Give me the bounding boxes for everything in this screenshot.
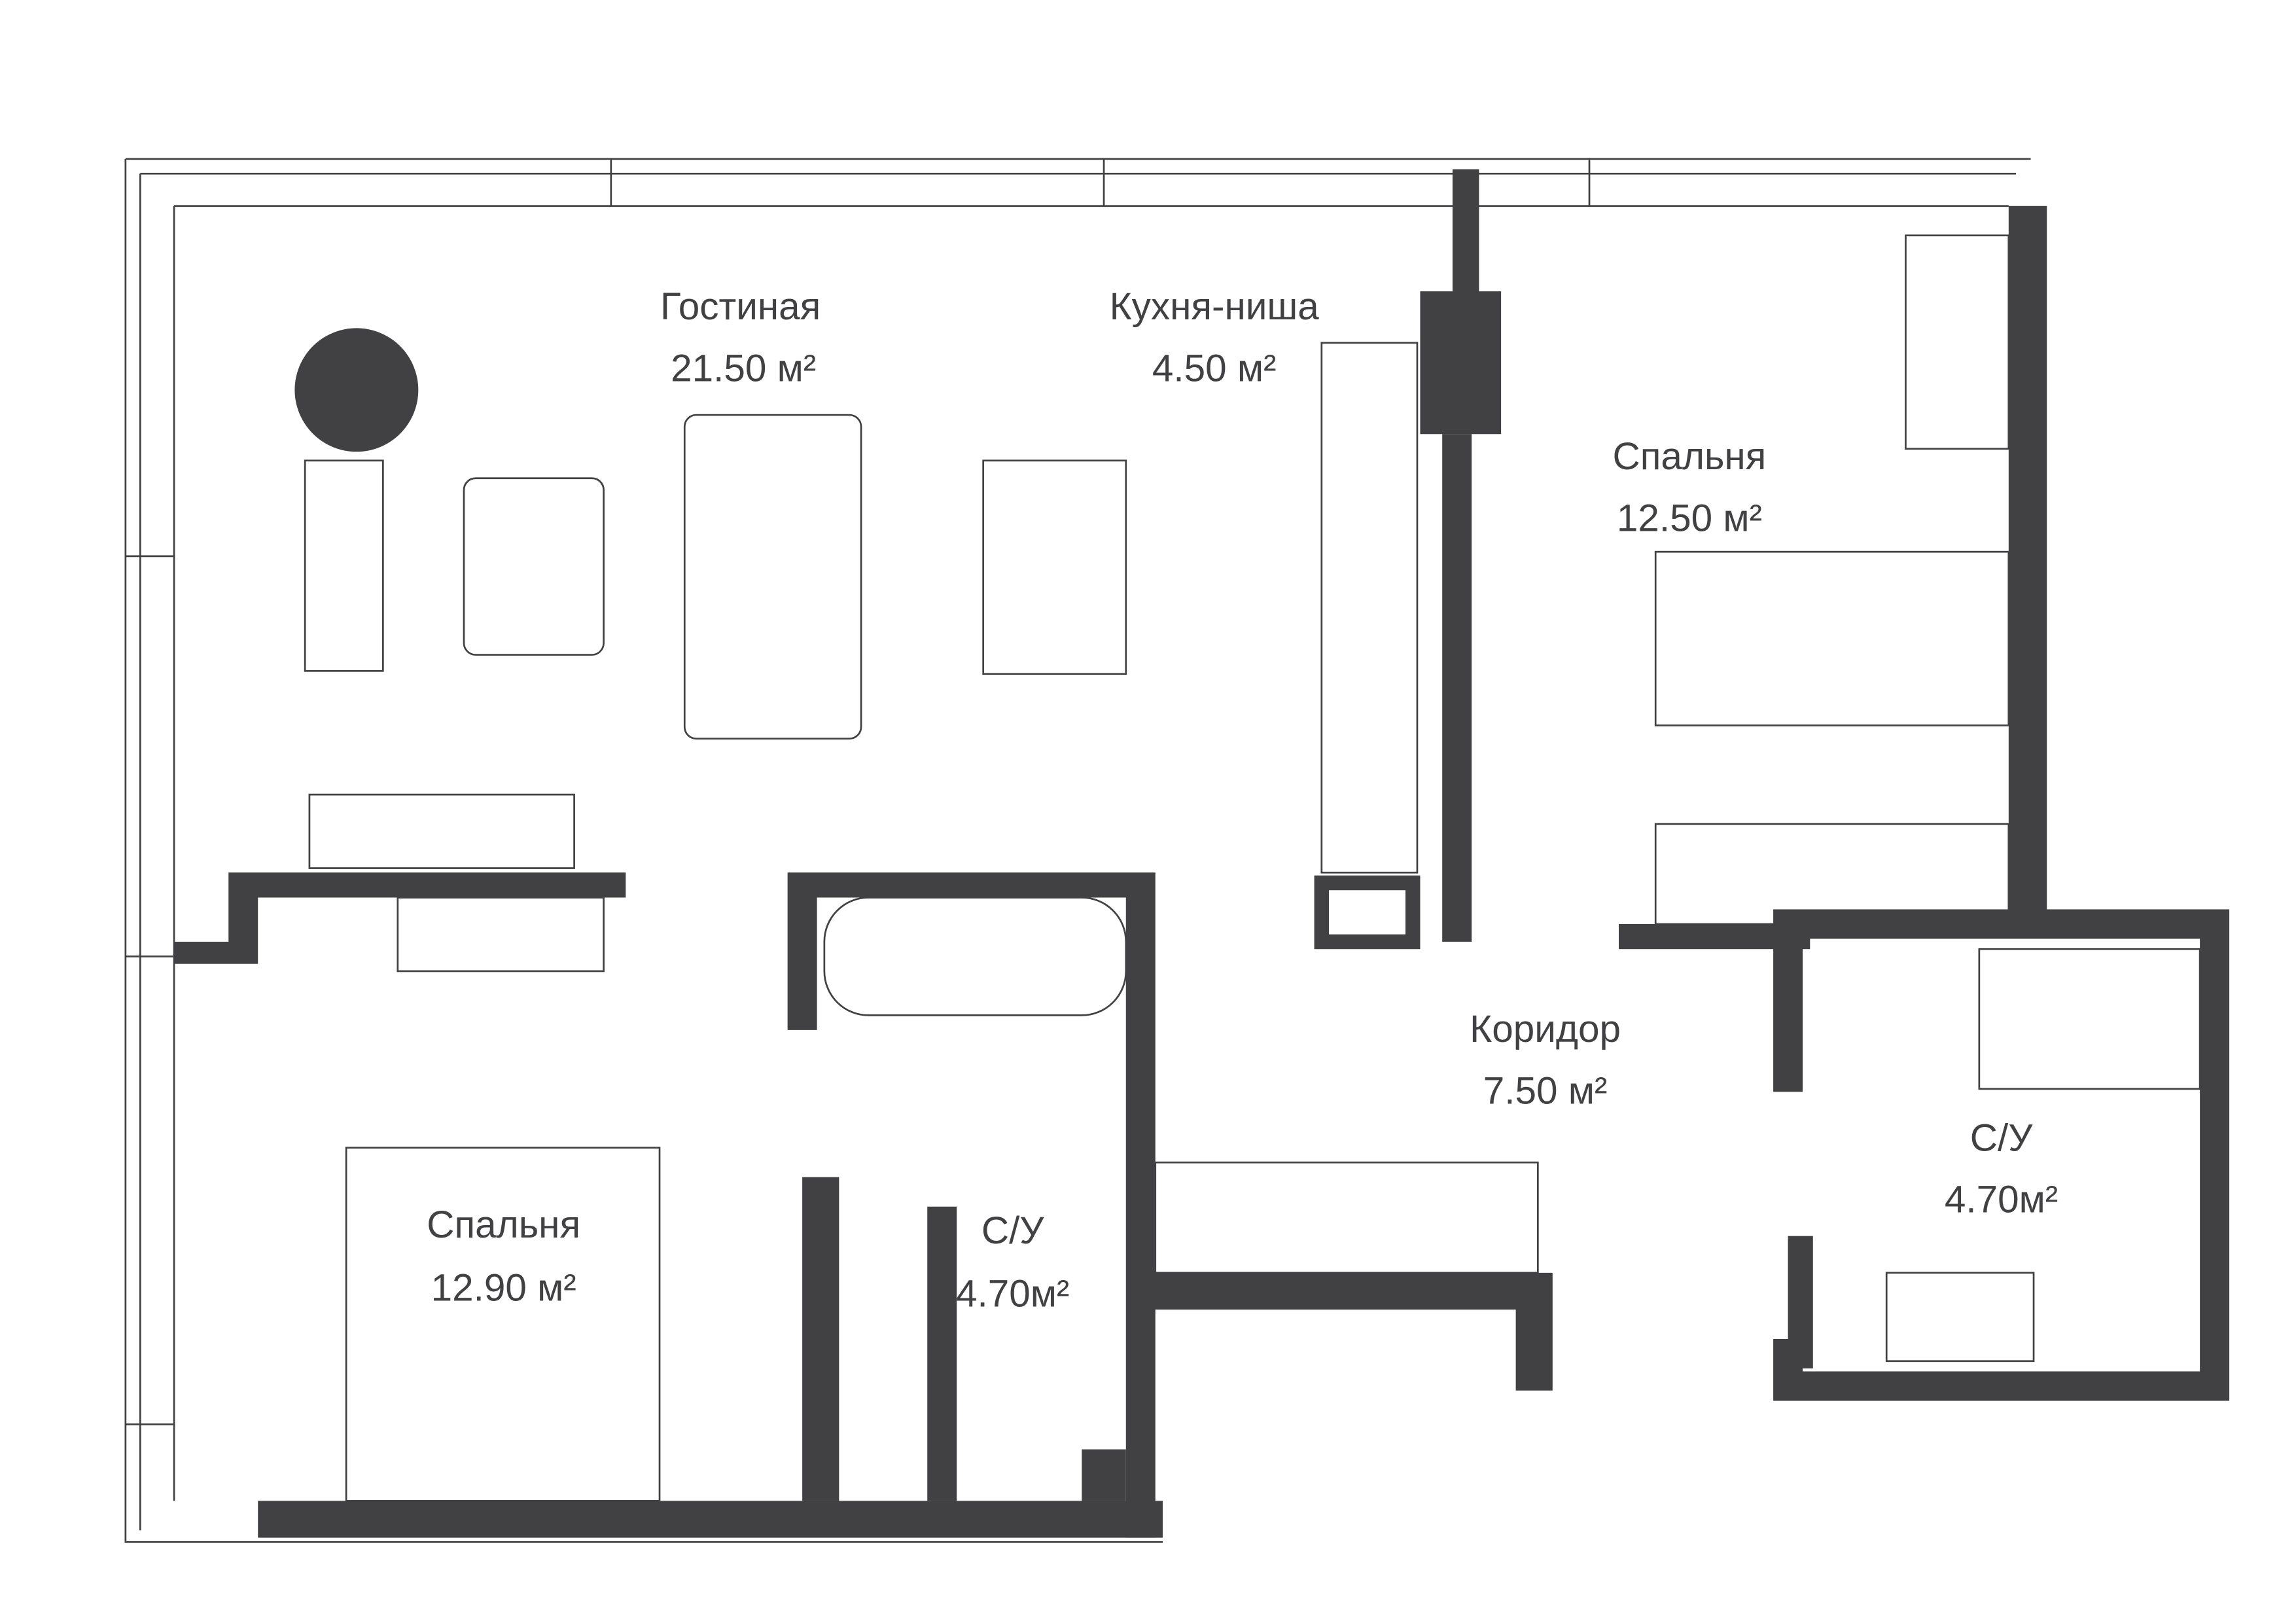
- room-label-bedroom-left: Спальня 12.90 м²: [427, 1204, 580, 1310]
- svg-text:21.50 м²: 21.50 м²: [671, 347, 816, 389]
- svg-text:4.70м²: 4.70м²: [956, 1273, 1069, 1315]
- svg-text:Спальня: Спальня: [427, 1204, 580, 1246]
- svg-text:С/У: С/У: [981, 1209, 1044, 1252]
- room-label-corridor: Коридор 7.50 м²: [1470, 1008, 1621, 1112]
- svg-text:7.50 м²: 7.50 м²: [1483, 1069, 1608, 1112]
- room-label-bathroom-left: С/У 4.70м²: [956, 1209, 1069, 1315]
- glazing: [124, 158, 2031, 1543]
- svg-text:Гостиная: Гостиная: [660, 285, 821, 328]
- room-label-kitchen: Кухня-ниша 4.50 м²: [1110, 285, 1320, 389]
- svg-text:Спальня: Спальня: [1613, 435, 1767, 478]
- walls: [174, 169, 2230, 1538]
- svg-text:С/У: С/У: [1970, 1116, 2033, 1159]
- svg-text:12.50 м²: 12.50 м²: [1617, 497, 1762, 540]
- svg-text:4.50 м²: 4.50 м²: [1152, 347, 1277, 389]
- svg-text:Кухня-ниша: Кухня-ниша: [1110, 285, 1320, 328]
- room-label-bathroom-right: С/У 4.70м²: [1945, 1116, 2058, 1221]
- furniture: [294, 234, 2201, 1502]
- room-label-bedroom-right: Спальня 12.50 м²: [1613, 435, 1767, 539]
- svg-text:4.70м²: 4.70м²: [1945, 1179, 2058, 1221]
- svg-text:12.90 м²: 12.90 м²: [431, 1267, 576, 1310]
- svg-text:Коридор: Коридор: [1470, 1008, 1621, 1050]
- room-label-living: Гостиная 21.50 м²: [660, 285, 821, 389]
